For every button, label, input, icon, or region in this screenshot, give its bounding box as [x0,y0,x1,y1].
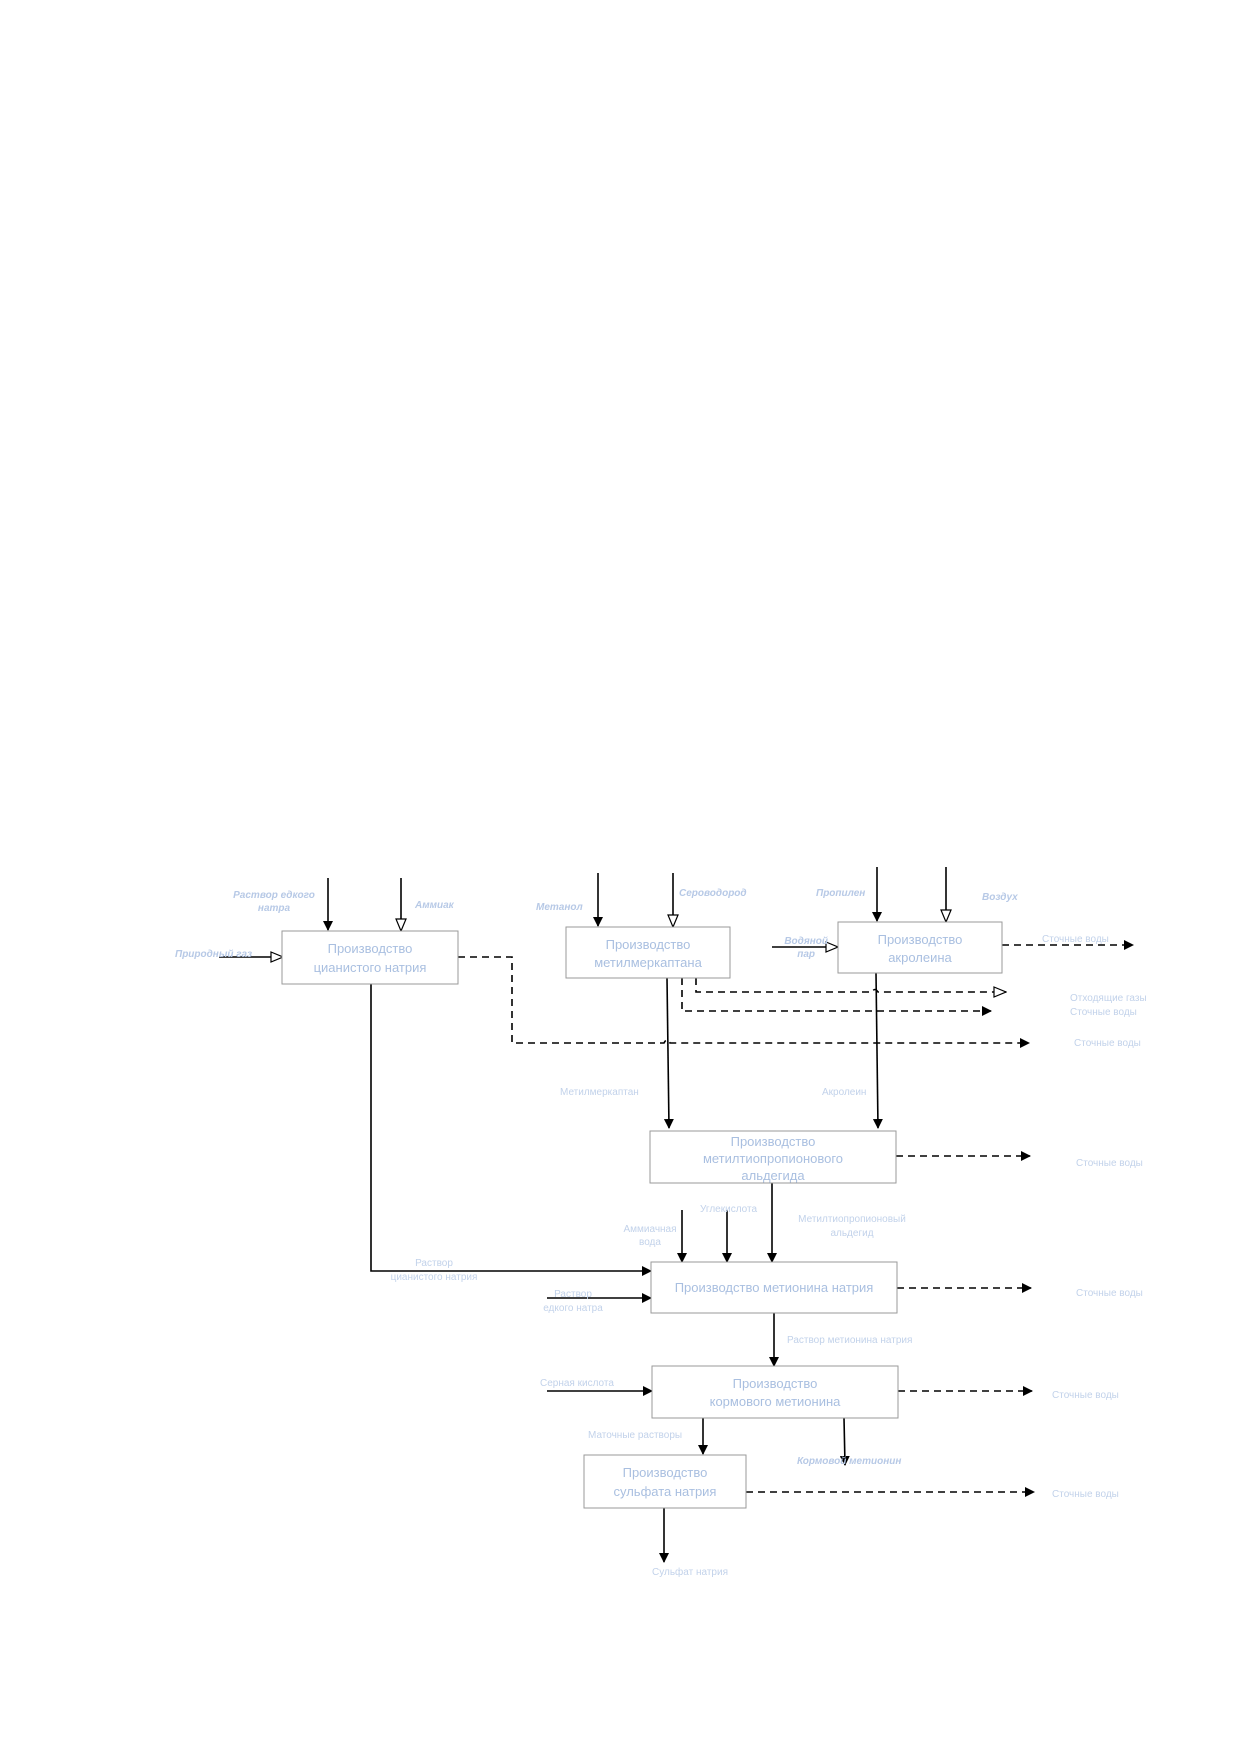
arrow-cyanide-solution [370,984,652,1276]
label-acrolein: Акролеин [822,1087,866,1098]
label-sulfate-waste-water: Сточные воды [1052,1489,1119,1500]
label-mtpa-waste-water: Сточные воды [1076,1158,1143,1169]
label-methylmercaptan: Метилмеркаптан [560,1087,639,1098]
process-feed-line1: Производство [733,1376,818,1391]
label-co2: Углекислота [700,1204,757,1215]
process-cyanide-line2: цианистого натрия [314,960,427,975]
label-cyanide-solution-1: Раствор [415,1258,453,1269]
label-steam-2: пар [797,949,815,960]
process-methionine-na-line1: Производство метионина натрия [675,1280,874,1295]
process-cyanide: Производство цианистого натрия [281,930,459,985]
connections [219,867,1134,1563]
label-methionine-waste-water: Сточные воды [1076,1288,1143,1299]
arrow-mmp-waste-water [681,978,992,1016]
label-mmp-waste-water: Сточные воды [1070,1007,1137,1018]
process-feed-line2: кормового метионина [710,1394,842,1409]
label-sulfuric-acid: Серная кислота [540,1378,614,1389]
svg-text:Производство метионина натрия: Производство метионина натрия [675,1280,874,1295]
label-mtpa-product-2: альдегид [830,1228,873,1239]
label-exhaust-gases: Отходящие газы [1070,993,1147,1004]
label-cyanide-solution-2: цианистого натрия [391,1272,478,1283]
arrow-acrolein [872,972,883,1129]
label-h2s: Сероводород [679,888,747,899]
label-naoh-input-1: Раствор [554,1289,592,1300]
process-sulfate-line1: Производство [623,1465,708,1480]
arrow-methylmercaptan [663,977,674,1129]
label-methionine-solution: Раствор метионина натрия [787,1335,912,1346]
arrow-feed-methionine [839,1417,850,1466]
label-mother-liquor: Маточные растворы [588,1430,682,1441]
label-propylene: Пропилен [816,888,865,899]
process-feed-methionine: Производство кормового метионина [651,1365,899,1419]
process-acrolein: Производство акролеина [837,921,1003,974]
process-mtpa-line3: альдегида [741,1168,805,1183]
process-sulfate-line2: сульфата натрия [614,1484,717,1499]
process-methionine-na: Производство метионина натрия [650,1261,898,1314]
process-mmp: Производство метилмеркаптана [565,926,731,979]
arrow-mmp-exhaust-gases [695,978,1006,992]
process-cyanide-line1: Производство [328,941,413,956]
process-mmp-line1: Производство [606,937,691,952]
label-natural-gas: Природный газ [175,949,252,960]
label-naoh-input-2: едкого натра [543,1303,603,1314]
label-feed-methionine: Кормовой метионин [797,1456,901,1467]
process-mtpa-line1: Производство [731,1134,816,1149]
process-mmp-line2: метилмеркаптана [594,955,702,970]
label-ammonia: Аммиак [414,900,455,911]
process-mtpa: Производство метилтиопропионового альдегид… [649,1130,897,1184]
label-ammonia-water-2: вода [639,1237,661,1248]
label-methanol: Метанол [536,902,583,913]
process-mtpa-line2: метилтиопропионового [703,1151,843,1166]
label-mtpa-product-1: Метилтиопропионовый [798,1214,906,1225]
label-sodium-sulfate: Сульфат натрия [652,1566,728,1578]
label-air: Воздух [982,892,1018,903]
process-acrolein-line2: акролеина [888,950,952,965]
arrow-cyanide-waste-water [458,956,1030,1048]
label-steam-1: Водяной [784,936,828,947]
label-acrolein-waste-water: Сточные воды [1042,934,1109,945]
process-acrolein-line1: Производство [878,932,963,947]
process-sodium-sulfate: Производство сульфата натрия [583,1454,747,1509]
label-cyanide-waste-water: Сточные воды [1074,1038,1141,1049]
label-naoh-solution-1: Раствор едкого [233,890,315,901]
label-feed-waste-water: Сточные воды [1052,1390,1119,1401]
label-ammonia-water-1: Аммиачная [623,1224,676,1235]
label-naoh-solution-2: натра [258,903,291,914]
